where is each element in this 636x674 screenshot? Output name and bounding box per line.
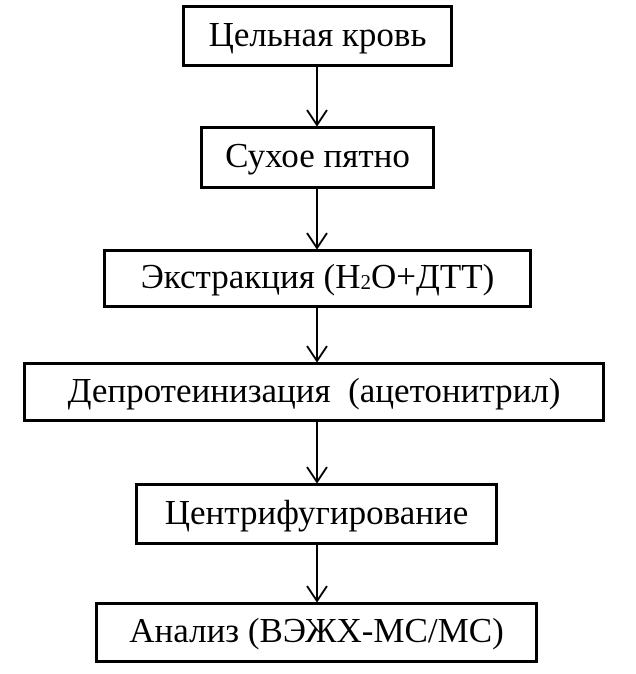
step-label: Экстракция (H2O+ДТТ)	[141, 259, 495, 298]
down-arrow	[306, 308, 328, 363]
step-dry-spot: Сухое пятно	[200, 126, 435, 189]
step-label: Анализ (ВЭЖХ-МС/МС)	[129, 611, 504, 650]
down-arrow	[306, 67, 328, 127]
down-arrow	[306, 545, 328, 603]
down-arrow	[306, 422, 328, 484]
step-label: Центрифугирование	[164, 492, 469, 532]
step-extraction: Экстракция (H2O+ДТТ)	[103, 249, 532, 308]
step-label-prefix: Экстракция (H	[140, 257, 361, 296]
step-whole-blood: Цельная кровь	[182, 5, 453, 67]
step-centrifugation: Центрифугирование	[135, 483, 498, 545]
step-label: Цельная кровь	[208, 14, 427, 54]
step-label: Сухое пятно	[225, 136, 410, 175]
step-analysis: Анализ (ВЭЖХ-МС/МС)	[95, 602, 538, 663]
step-label-suffix: O+ДТТ)	[370, 257, 495, 296]
down-arrow	[306, 189, 328, 250]
subscript-2: 2	[360, 270, 371, 295]
step-label: Депротеинизация (ацетонитрил)	[67, 370, 561, 410]
step-deproteinization: Депротеинизация (ацетонитрил)	[23, 362, 605, 422]
